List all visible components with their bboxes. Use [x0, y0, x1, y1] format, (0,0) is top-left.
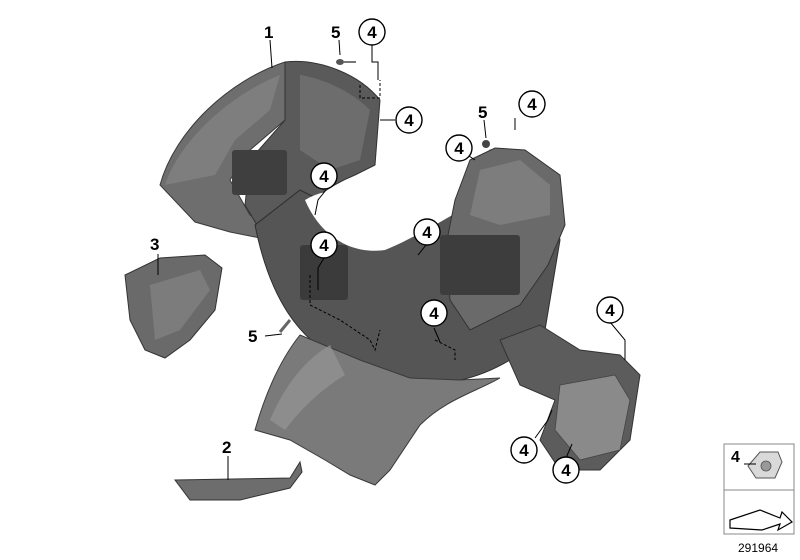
svg-text:4: 4: [429, 304, 439, 323]
svg-text:4: 4: [519, 441, 529, 460]
clip-nut-icon: [744, 451, 783, 479]
callout-4-f: 4: [413, 218, 441, 246]
dashed-leaders: [309, 80, 456, 360]
callout-4-c: 4: [518, 90, 546, 118]
screw-5-right: [482, 140, 490, 148]
part-label-2: 2: [222, 438, 231, 457]
callout-4-j: 4: [510, 436, 538, 464]
part-label-5-top: 5: [331, 23, 340, 42]
front-panel-assembly: [159, 60, 641, 486]
callout-4-e: 4: [310, 162, 338, 190]
svg-text:4: 4: [454, 139, 464, 158]
right-pocket: [440, 235, 520, 295]
part-label-5-right: 5: [478, 103, 487, 122]
part-label-1: 1: [264, 23, 273, 42]
callout-4-g: 4: [310, 231, 338, 259]
screw-5-top: [336, 59, 356, 65]
svg-text:4: 4: [319, 236, 329, 255]
part-label-5-left: 5: [248, 327, 257, 346]
svg-text:4: 4: [422, 223, 432, 242]
callout-4-i: 4: [596, 296, 624, 324]
part-label-3: 3: [150, 235, 159, 254]
callout-4-k: 4: [552, 456, 580, 484]
lower-left-pocket: [300, 245, 348, 300]
svg-text:4: 4: [404, 111, 414, 130]
callout-4-d: 4: [445, 134, 473, 162]
part-2-trim-strip: [174, 460, 303, 501]
svg-text:4: 4: [605, 301, 615, 320]
callout-4-b: 4: [395, 106, 423, 134]
legend-box: 4 291964: [723, 443, 795, 555]
reference-number: 291964: [738, 541, 778, 555]
leader-lines: [157, 39, 626, 480]
svg-text:4: 4: [319, 167, 329, 186]
left-pocket: [232, 150, 287, 195]
callout-4-h: 4: [420, 299, 448, 327]
screw-5-left: [278, 319, 292, 333]
right-lower-pocket: [554, 374, 631, 461]
svg-text:4: 4: [527, 95, 537, 114]
arrow-icon: [729, 509, 793, 532]
legend-part-number: 4: [731, 449, 740, 466]
center-cutout: [305, 190, 470, 251]
svg-text:4: 4: [367, 23, 377, 42]
callout-4-a: 4: [358, 18, 386, 46]
svg-text:4: 4: [561, 461, 571, 480]
